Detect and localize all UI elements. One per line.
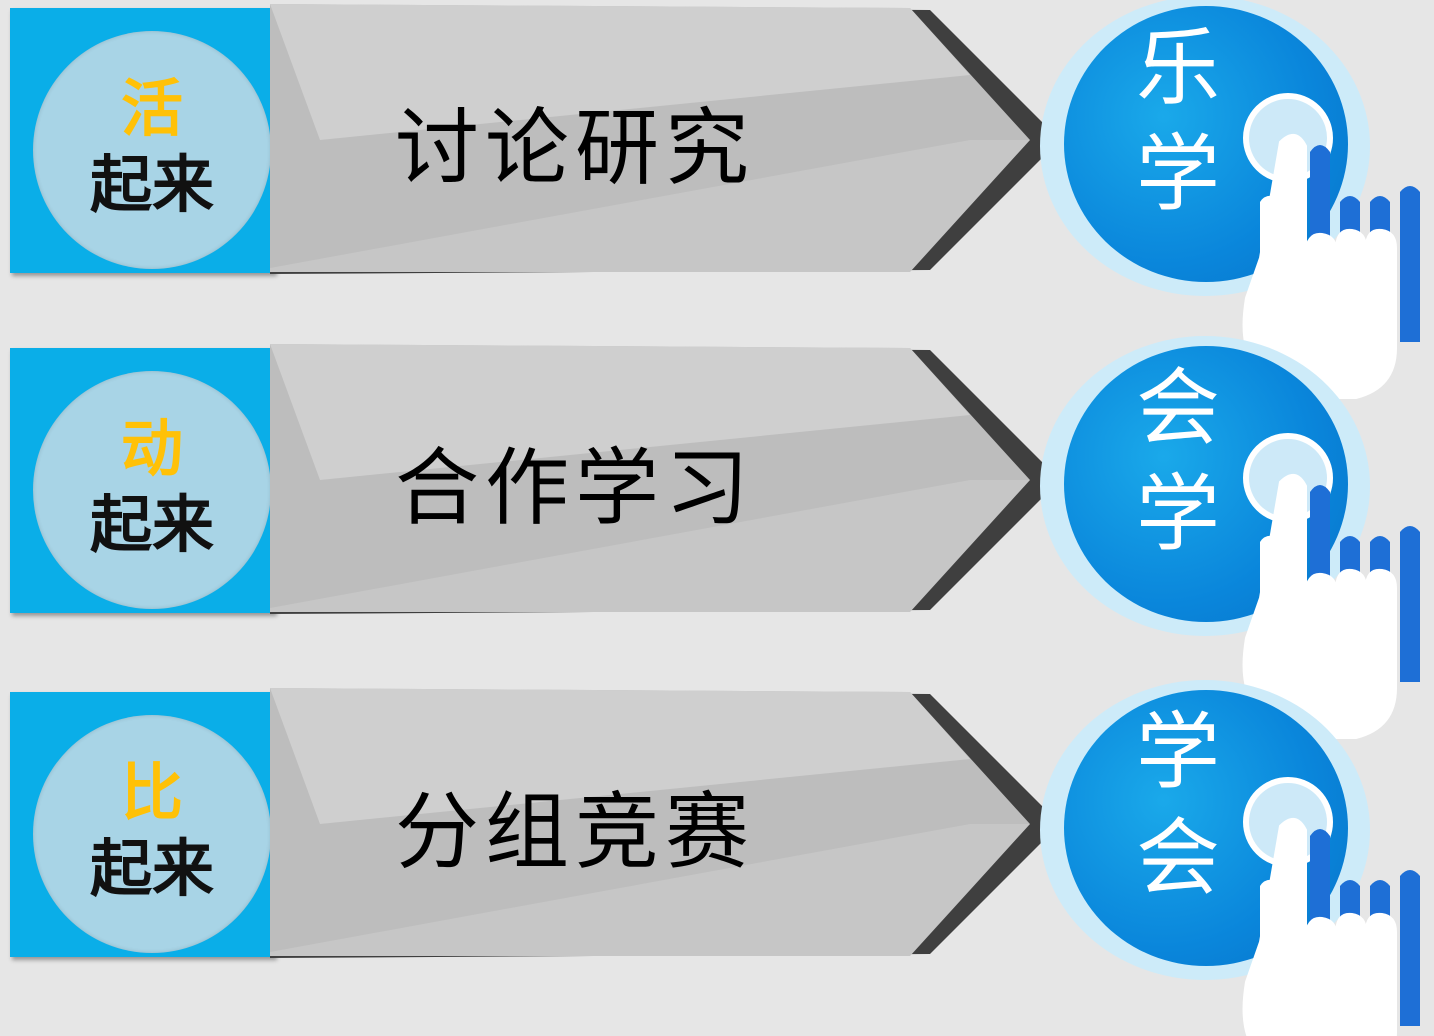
arrow-banner-1 bbox=[270, 4, 1060, 274]
step-row-1: 活 起来 讨论研究 乐 学 bbox=[0, 0, 1434, 399]
step-label-box-2: 动 起来 bbox=[10, 348, 275, 613]
arrow-banner-2 bbox=[270, 344, 1060, 614]
button-char-top-1: 乐 bbox=[1135, 19, 1220, 117]
arrow-banner-highlight bbox=[270, 4, 970, 140]
step-label-text-3: 起来 bbox=[89, 832, 214, 905]
arrow-banner-sheen bbox=[270, 140, 1030, 272]
step-row-3: 比 起来 分组竞赛 学 会 bbox=[0, 680, 1434, 1036]
step-row-2: 动 起来 合作学习 会 学 bbox=[0, 336, 1434, 739]
step-label-circle-1: 活 起来 bbox=[33, 31, 271, 269]
activity-title-3: 分组竞赛 bbox=[395, 783, 756, 881]
step-label-circle-2: 动 起来 bbox=[33, 371, 271, 609]
pointing-hand-icon bbox=[1242, 93, 1420, 399]
arrow-banner-sheen bbox=[270, 824, 1030, 956]
step-label-text-1: 起来 bbox=[89, 148, 214, 221]
button-char-top-2: 会 bbox=[1135, 359, 1220, 457]
arrow-banner-sheen bbox=[270, 480, 1030, 612]
arrow-banner-highlight bbox=[270, 344, 970, 480]
button-char-bottom-2: 学 bbox=[1135, 465, 1220, 563]
arrow-banner-3 bbox=[270, 688, 1060, 958]
pointing-hand-icon bbox=[1242, 433, 1420, 739]
pointing-hand-icon bbox=[1242, 777, 1420, 1036]
step-label-highlight-2: 动 bbox=[120, 412, 183, 485]
button-char-bottom-1: 学 bbox=[1135, 125, 1220, 223]
activity-title-2: 合作学习 bbox=[395, 439, 756, 537]
activity-title-1: 讨论研究 bbox=[395, 99, 756, 197]
step-label-circle-3: 比 起来 bbox=[33, 715, 271, 953]
button-char-top-3: 学 bbox=[1135, 703, 1220, 801]
button-char-bottom-3: 会 bbox=[1135, 809, 1220, 907]
arrow-banner-highlight bbox=[270, 688, 970, 824]
step-label-box-1: 活 起来 bbox=[10, 8, 275, 273]
step-label-text-2: 起来 bbox=[89, 488, 214, 561]
step-label-highlight-1: 活 bbox=[120, 72, 183, 145]
step-label-box-3: 比 起来 bbox=[10, 692, 275, 957]
step-label-highlight-3: 比 bbox=[120, 756, 183, 829]
